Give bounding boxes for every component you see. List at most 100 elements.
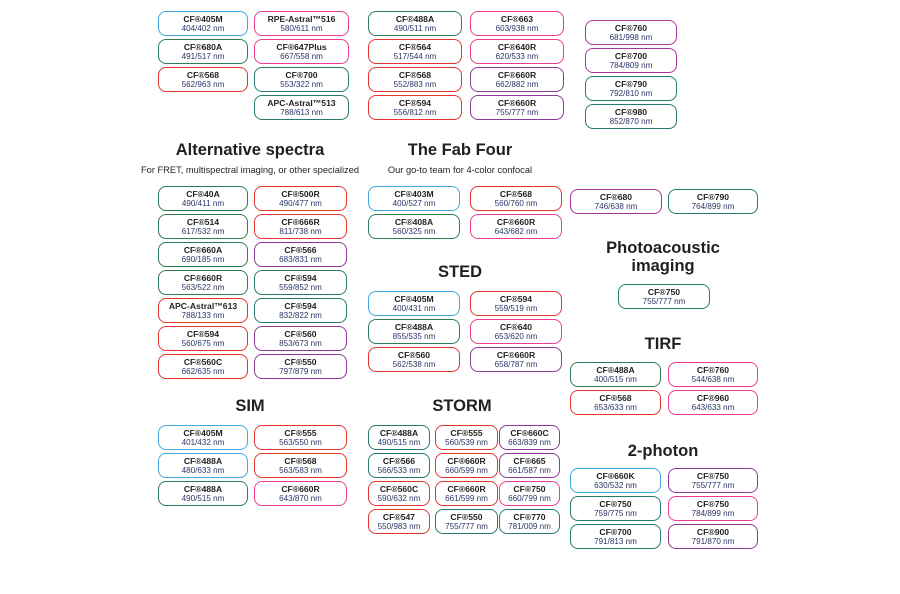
- dye-name: CF®488A: [596, 364, 635, 375]
- section-subtitle-fab-four: Our go-to team for 4-color confocal: [387, 165, 533, 175]
- dye-name: CF®403M: [394, 188, 434, 199]
- dye-name: CF®40A: [186, 188, 220, 199]
- dye-name: CF®750: [647, 286, 681, 297]
- dye-wavelengths: 755/777 nm: [642, 296, 686, 306]
- dye-wavelengths: 667/558 nm: [280, 51, 323, 61]
- dye-wavelengths: 653/620 nm: [494, 331, 538, 341]
- dye-wavelengths: 550/983 nm: [377, 521, 421, 531]
- dye-name: CF®488A: [395, 13, 435, 24]
- dye-wavelengths: 661/587 nm: [508, 465, 551, 475]
- dye-wavelengths: 401/432 nm: [181, 437, 225, 447]
- dye-wavelengths: 759/775 nm: [594, 508, 637, 518]
- dye-wavelengths: 852/870 nm: [609, 116, 653, 126]
- dye-name: CF®750: [599, 498, 632, 509]
- dye-name: APC-Astral™613: [168, 300, 238, 311]
- dye-wavelengths: 563/583 nm: [279, 465, 322, 475]
- dye-wavelengths: 560/325 nm: [392, 226, 436, 236]
- dye-wavelengths: 832/822 nm: [279, 310, 322, 320]
- dye-wavelengths: 690/185 nm: [181, 254, 225, 264]
- dye-wavelengths: 490/511 nm: [393, 23, 437, 33]
- dye-wavelengths: 400/431 nm: [392, 303, 436, 313]
- dye-name: CF®640R: [497, 41, 537, 52]
- dye-wavelengths: 653/633 nm: [594, 402, 637, 412]
- dye-name: CF®680A: [183, 41, 223, 52]
- dye-wavelengths: 617/532 nm: [181, 226, 225, 236]
- dye-wavelengths: 853/673 nm: [279, 338, 322, 348]
- dye-name: CF®660R: [447, 455, 486, 466]
- dye-name: APC-Astral™513: [267, 97, 336, 108]
- dye-name: CF®594: [398, 97, 432, 108]
- dye-wavelengths: 603/938 nm: [495, 23, 539, 33]
- dye-wavelengths: 792/810 nm: [609, 88, 653, 98]
- dye-wavelengths: 791/813 nm: [594, 536, 637, 546]
- dye-name: CF®640: [499, 321, 533, 332]
- dye-wavelengths: 681/998 nm: [609, 32, 653, 42]
- dye-wavelengths: 580/611 nm: [280, 23, 323, 33]
- dye-wavelengths: 563/522 nm: [181, 282, 225, 292]
- section-title-sted: STED: [437, 263, 482, 281]
- dye-name: CF®560C: [183, 356, 223, 367]
- dye-name: CF®960: [696, 392, 730, 403]
- dye-wavelengths: 630/532 nm: [594, 480, 637, 490]
- dye-wavelengths: 788/613 nm: [280, 107, 323, 117]
- dye-name: CF®760: [614, 22, 648, 33]
- dye-wavelengths: 662/882 nm: [495, 79, 539, 89]
- dye-name: CF®700: [614, 50, 648, 61]
- dye-name: CF®560C: [379, 483, 419, 494]
- dye-name: CF®568: [398, 69, 432, 80]
- dye-name: CF®566: [382, 455, 416, 466]
- dye-name: CF®405M: [183, 13, 223, 24]
- dye-name: CF®488A: [379, 427, 419, 438]
- section-subtitle-alternative-spectra: For FRET, multispectral imaging, or othe…: [140, 165, 360, 175]
- dye-wavelengths: 620/533 nm: [495, 51, 539, 61]
- dye-wavelengths: 660/599 nm: [445, 465, 488, 475]
- dye-name: CF®760: [696, 364, 730, 375]
- dye-wavelengths: 490/411 nm: [181, 198, 225, 208]
- dye-name: CF®550: [450, 511, 483, 522]
- section-title-alternative-spectra: Alternative spectra: [175, 141, 325, 159]
- dye-wavelengths: 562/963 nm: [181, 79, 225, 89]
- dye-wavelengths: 662/635 nm: [181, 366, 225, 376]
- dye-wavelengths: 791/870 nm: [691, 536, 735, 546]
- dye-name: CF®547: [382, 511, 416, 522]
